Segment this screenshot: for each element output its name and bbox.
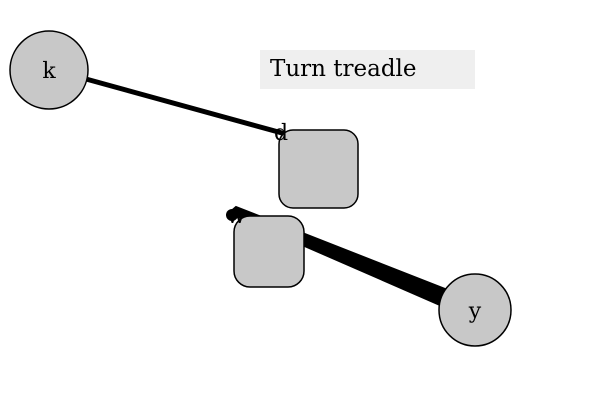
node-k[interactable]: k bbox=[9, 30, 89, 110]
node-d-shape bbox=[278, 129, 359, 209]
node-k-label: k bbox=[42, 59, 56, 84]
edge-k-d[interactable] bbox=[83, 76, 285, 136]
edge-w-y-endpoint bbox=[226, 209, 238, 221]
node-y[interactable]: y bbox=[438, 273, 512, 347]
instruction-banner: Turn treadle bbox=[260, 50, 475, 89]
node-w-label: w bbox=[227, 204, 246, 229]
node-w-shape bbox=[233, 215, 305, 288]
node-w[interactable]: w bbox=[227, 204, 305, 288]
node-k-shape bbox=[9, 30, 89, 110]
node-d[interactable]: d bbox=[274, 121, 359, 209]
node-y-shape bbox=[438, 273, 512, 347]
node-d-label: d bbox=[274, 121, 288, 146]
node-y-label: y bbox=[468, 299, 482, 324]
